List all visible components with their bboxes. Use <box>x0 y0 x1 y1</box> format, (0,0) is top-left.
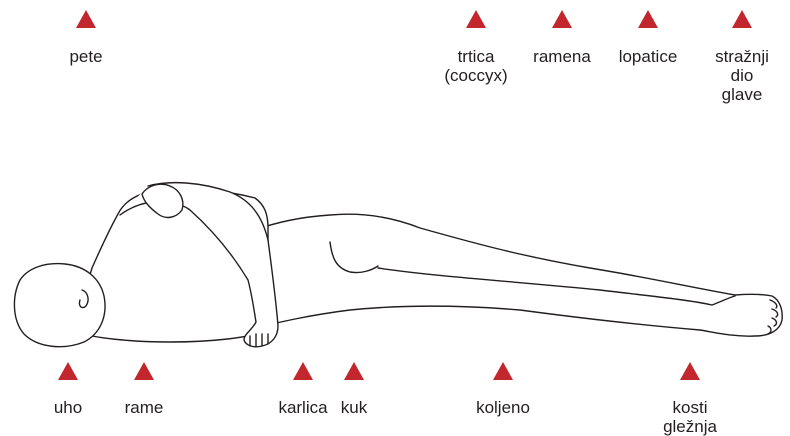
triangle-marker-icon <box>58 362 78 380</box>
triangle-marker-icon <box>552 10 572 28</box>
point-label-kosti-line-2: gležnja <box>663 417 717 436</box>
point-label-kuk: kuk <box>341 398 368 417</box>
point-label-kosti-line-1: kosti <box>673 398 708 417</box>
pressure-point-koljeno: koljeno <box>476 362 530 417</box>
pressure-point-trtica: trtica(coccyx) <box>444 10 507 85</box>
pressure-point-karlica: karlica <box>278 362 328 417</box>
point-label-straznji-line-2: dio <box>731 66 754 85</box>
pressure-point-rame: rame <box>125 362 164 417</box>
top-pressure-points: pete trtica(coccyx) ramena lopatice stražnji… <box>69 10 768 104</box>
triangle-marker-icon <box>493 362 513 380</box>
point-label-lopatice: lopatice <box>619 47 678 66</box>
point-label-straznji-line-3: glave <box>722 85 763 104</box>
triangle-marker-icon <box>638 10 658 28</box>
pressure-point-uho: uho <box>54 362 82 417</box>
pressure-point-lopatice: lopatice <box>619 10 678 66</box>
point-label-straznji-line-1: stražnji <box>715 47 769 66</box>
lying-person-figure <box>14 183 782 347</box>
triangle-marker-icon <box>134 362 154 380</box>
triangle-marker-icon <box>732 10 752 28</box>
point-label-pete: pete <box>69 47 102 66</box>
figure-legs <box>250 214 782 336</box>
pressure-point-ramena: ramena <box>533 10 591 66</box>
pressure-point-pete: pete <box>69 10 102 66</box>
point-label-karlica: karlica <box>278 398 328 417</box>
point-label-trtica-line-2: (coccyx) <box>444 66 507 85</box>
triangle-marker-icon <box>344 362 364 380</box>
figure-head <box>14 264 105 347</box>
triangle-marker-icon <box>680 362 700 380</box>
triangle-marker-icon <box>76 10 96 28</box>
point-label-uho: uho <box>54 398 82 417</box>
point-label-ramena: ramena <box>533 47 591 66</box>
triangle-marker-icon <box>466 10 486 28</box>
point-label-koljeno: koljeno <box>476 398 530 417</box>
triangle-marker-icon <box>293 362 313 380</box>
point-label-trtica-line-1: trtica <box>458 47 495 66</box>
point-label-rame: rame <box>125 398 164 417</box>
pressure-point-kuk: kuk <box>341 362 368 417</box>
